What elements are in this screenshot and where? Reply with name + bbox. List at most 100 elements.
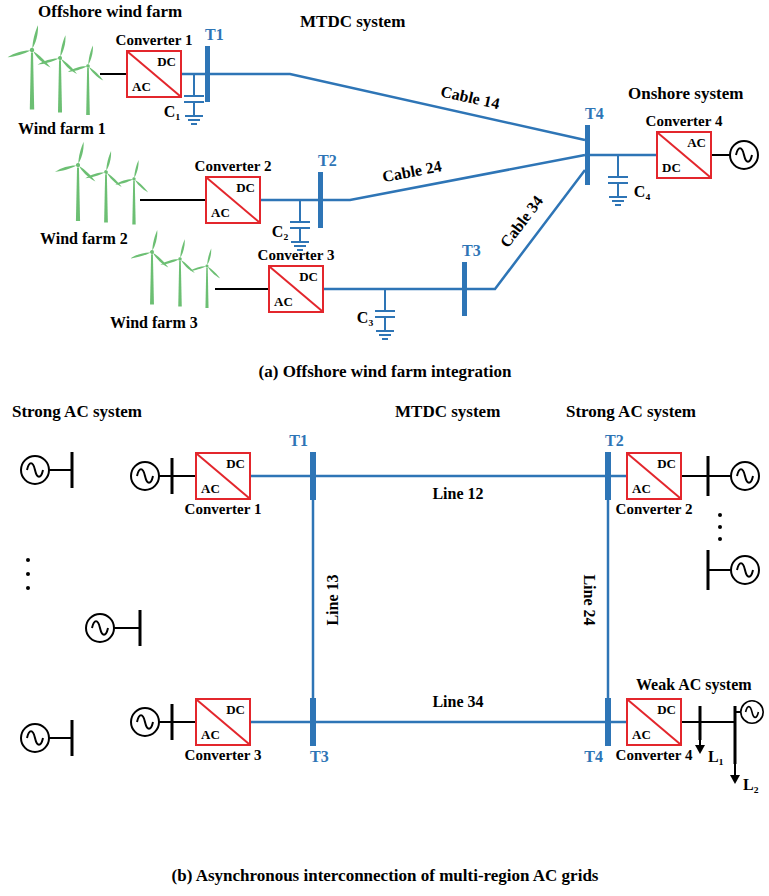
ac-source-symbol [131,462,159,490]
dc-line [316,721,605,724]
dc-link [324,288,462,291]
dc-link [611,475,626,478]
converter-name: Converter 4 [646,113,723,130]
converter-name: Converter 2 [195,158,272,175]
dc-link [590,154,656,157]
converter-name: Converter 1 [185,501,262,518]
converter-name: Converter 1 [116,32,193,49]
dc-bus-bar: T1 [310,452,316,500]
converter-box: Converter 2DCAC [205,176,261,224]
ac-wire [114,627,140,629]
line-label: Line 24 [580,574,598,625]
converter-side-label: AC [687,136,706,149]
capacitor-symbol [290,200,310,250]
ac-wire [682,721,735,723]
dc-bus-bar: T1 [205,46,210,102]
capacitor-label: C₄ [634,183,650,201]
ac-source-symbol [131,708,159,736]
converter-box: Converter 4DCAC [626,698,682,746]
wind-turbine [36,31,85,113]
dc-bus-bar: T4 [585,125,590,185]
ac-source-symbol [21,456,49,484]
terminal-label: T3 [310,748,329,766]
region-title: Strong AC system [566,402,696,422]
load-label: L₁ [708,748,723,766]
dc-bus-bar: T2 [605,452,611,500]
dc-line [323,155,585,200]
dc-bus-bar: T2 [318,172,323,228]
ac-wire [100,73,126,75]
dc-link [261,199,318,202]
dc-link [251,721,310,724]
converter-side-label: AC [632,728,651,741]
converter-box: Converter 4ACDC [656,131,712,179]
wind-turbine [159,235,201,306]
wind-farm-name: Wind farm 1 [18,120,106,138]
ac-source-symbol [86,614,114,642]
terminal-label: T1 [205,26,224,44]
converter-side-label: DC [657,703,676,716]
ac-wire [49,737,72,739]
load-wire [734,764,736,776]
region-title: Onshore system [628,84,743,104]
converter-side-label: AC [274,295,293,308]
ac-bus-bar [707,456,710,496]
wind-farm-name: Wind farm 3 [110,314,198,332]
converter-side-label: DC [299,270,318,283]
subfigure-caption: (b) Asynchronous interconnection of mult… [172,866,599,886]
converter-box: Converter 1DCAC [195,452,251,500]
ellipsis-dot [26,586,30,590]
converter-box: Converter 3DCAC [268,265,324,313]
converter-side-label: DC [157,55,176,68]
ellipsis-dot [718,525,722,529]
region-title: Strong AC system [12,402,142,422]
capacitor-label: C₁ [164,103,180,121]
ac-bus-bar [171,458,174,494]
converter-side-label: DC [226,703,245,716]
wind-turbine [129,226,176,305]
wind-turbine [54,137,104,221]
converter-name: Converter 3 [258,247,335,264]
ac-wire [712,154,730,156]
ac-wire [49,469,72,471]
ac-bus-bar [707,550,710,590]
converter-box: Converter 1DCAC [126,50,182,98]
ac-wire [140,199,205,201]
converter-diagonal-line [658,133,710,177]
dc-bus-bar: T3 [310,698,316,746]
dc-bus-bar: T4 [605,698,611,746]
ac-source-symbol [730,141,758,169]
converter-side-label: DC [657,457,676,470]
converter-diagonal-line [197,700,249,744]
ellipsis-dot [26,558,30,562]
dc-line [467,170,585,289]
capacitor-symbol [375,289,395,339]
line-label: Cable 24 [381,157,443,186]
dc-link [251,475,310,478]
converter-side-label: DC [236,181,255,194]
converter-box: Converter 2DCAC [626,452,682,500]
line-label: Line 13 [324,574,342,625]
capacitor-label: C₃ [357,309,373,327]
ac-wire [708,569,731,571]
load-arrow [695,745,705,754]
load-label: L₂ [743,776,758,794]
dc-line [312,500,315,698]
wind-turbine [84,147,129,223]
ac-bus-bar [139,610,142,646]
ac-bus-bar [71,720,74,756]
wind-turbine [6,20,59,109]
terminal-label: T4 [585,105,604,123]
converter-name: Converter 4 [616,747,693,764]
terminal-label: T2 [605,432,624,450]
line-label: Cable 14 [439,82,502,113]
ac-wire [159,721,195,723]
line-label: Line 12 [432,485,483,503]
dc-link [611,721,626,724]
converter-name: Converter 3 [185,747,262,764]
system-title: MTDC system [395,402,500,422]
ac-bus-bar [171,704,174,740]
ac-source-symbol [731,462,759,490]
